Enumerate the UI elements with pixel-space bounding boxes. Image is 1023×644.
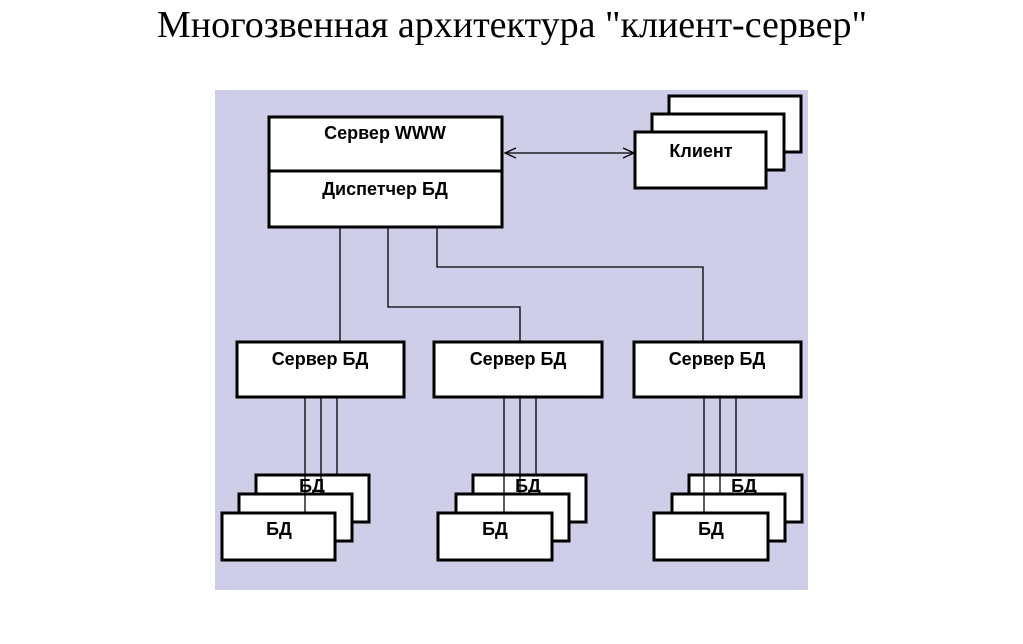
db-server-3: Сервер БД (632, 340, 803, 399)
db-box-front (652, 511, 770, 562)
db-server-frame (632, 340, 803, 399)
db-server-label: Сервер БД (669, 349, 766, 369)
db-front-label: БД (482, 519, 508, 539)
web-server-label: Сервер WWW (324, 123, 446, 143)
db-front-label: БД (698, 519, 724, 539)
client-box-front (633, 130, 768, 190)
dispatcher-connectors (339, 228, 704, 341)
db-server-2: Сервер БД (432, 340, 604, 399)
db-links-1 (304, 398, 338, 513)
connector-db-server-3 (436, 228, 704, 341)
db-box-front (436, 511, 554, 562)
client-label: Клиент (669, 141, 732, 161)
db-server-label: Сервер БД (470, 349, 567, 369)
page-title: Многозвенная архитектура "клиент-сервер" (157, 4, 867, 46)
db-server-frame (235, 340, 406, 399)
db-server-label: Сервер БД (272, 349, 369, 369)
db-stack-3: БД БД (652, 473, 804, 562)
db-server-frame (432, 340, 604, 399)
client-stack: Клиент (633, 94, 803, 190)
arrow-head-left-icon (503, 147, 517, 159)
db-box-front (220, 511, 337, 562)
connector-db-server-2 (387, 228, 521, 341)
db-server-1: Сервер БД (235, 340, 406, 399)
db-back-label: БД (515, 476, 541, 496)
web-server-box: Сервер WWW Диспетчер БД (267, 115, 504, 229)
db-links-2 (503, 398, 537, 513)
db-front-label: БД (266, 519, 292, 539)
db-dispatcher-label: Диспетчер БД (322, 179, 448, 199)
db-stack-2: БД БД (436, 473, 588, 562)
db-links-3 (703, 398, 737, 513)
db-back-label: БД (731, 476, 757, 496)
